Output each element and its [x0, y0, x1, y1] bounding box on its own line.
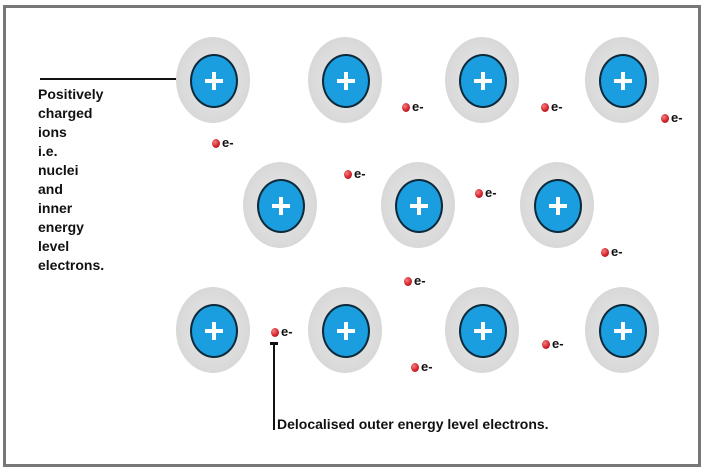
ions-label-line: i.e.	[38, 143, 58, 159]
ion-core	[190, 54, 238, 108]
ions-label-line: level	[38, 238, 70, 254]
positive-ion	[585, 37, 659, 123]
ions-label-line: Positively	[38, 86, 104, 102]
electron: e-	[542, 337, 564, 351]
electron-dot-icon	[212, 138, 220, 148]
plus-icon	[337, 322, 355, 340]
ions-label-line: electrons.	[38, 257, 105, 273]
electron-dot-icon	[411, 362, 419, 372]
ions-label-line: energy	[38, 219, 84, 235]
electron: e-	[601, 245, 623, 259]
electron: e-	[212, 136, 234, 150]
ions-label-line: charged	[38, 105, 93, 121]
electron-label: e-	[671, 110, 683, 125]
ion-core	[395, 179, 443, 233]
ions-label-line: ions	[38, 124, 67, 140]
electron: e-	[344, 167, 366, 181]
electron: e-	[661, 111, 683, 125]
electron: e-	[541, 100, 563, 114]
ion-core	[322, 54, 370, 108]
plus-icon	[474, 72, 492, 90]
electron-dot-icon	[541, 102, 549, 112]
electron: e-	[271, 325, 293, 339]
ions-label-line: nuclei	[38, 162, 79, 178]
ions-label-pointer-line	[40, 78, 183, 80]
electron-label: e-	[485, 185, 497, 200]
ion-core	[459, 304, 507, 358]
plus-icon	[272, 197, 290, 215]
plus-icon	[205, 72, 223, 90]
plus-icon	[205, 322, 223, 340]
ion-core	[322, 304, 370, 358]
positive-ion	[243, 162, 317, 248]
electron-dot-icon	[661, 113, 669, 123]
plus-icon	[474, 322, 492, 340]
ion-core	[599, 304, 647, 358]
positive-ion	[308, 287, 382, 373]
electron: e-	[404, 274, 426, 288]
electron-dot-icon	[542, 339, 550, 349]
ions-label-line: and	[38, 181, 63, 197]
ions-label-line: inner	[38, 200, 73, 216]
ion-core	[459, 54, 507, 108]
plus-icon	[614, 72, 632, 90]
electron-label: e-	[414, 273, 426, 288]
electron-dot-icon	[402, 102, 410, 112]
ion-core	[257, 179, 305, 233]
positive-ion	[308, 37, 382, 123]
electron-dot-icon	[344, 169, 352, 179]
electron-label: e-	[412, 99, 424, 114]
positive-ion	[381, 162, 455, 248]
positive-ion	[176, 37, 250, 123]
plus-icon	[549, 197, 567, 215]
positive-ion	[520, 162, 594, 248]
ion-core	[190, 304, 238, 358]
electron-dot-icon	[475, 188, 483, 198]
positive-ion	[445, 37, 519, 123]
electron-label: e-	[552, 336, 564, 351]
electron-label: e-	[551, 99, 563, 114]
electron-label: e-	[354, 166, 366, 181]
electron-dot-icon	[404, 276, 412, 286]
electron-label: e-	[222, 135, 234, 150]
plus-icon	[410, 197, 428, 215]
electron: e-	[402, 100, 424, 114]
positive-ion	[585, 287, 659, 373]
plus-icon	[614, 322, 632, 340]
delocalised-label-pointer-tick	[270, 342, 278, 345]
electron-dot-icon	[271, 327, 279, 337]
ions-label: Positively charged ions i.e. nuclei and …	[38, 85, 104, 275]
ion-core	[534, 179, 582, 233]
electron: e-	[411, 360, 433, 374]
positive-ion	[445, 287, 519, 373]
electron-label: e-	[281, 324, 293, 339]
electron-label: e-	[611, 244, 623, 259]
plus-icon	[337, 72, 355, 90]
delocalised-label-pointer-line	[273, 344, 275, 430]
electron-dot-icon	[601, 247, 609, 257]
ion-core	[599, 54, 647, 108]
delocalised-electrons-label: Delocalised outer energy level electrons…	[277, 416, 549, 432]
electron: e-	[475, 186, 497, 200]
positive-ion	[176, 287, 250, 373]
electron-label: e-	[421, 359, 433, 374]
